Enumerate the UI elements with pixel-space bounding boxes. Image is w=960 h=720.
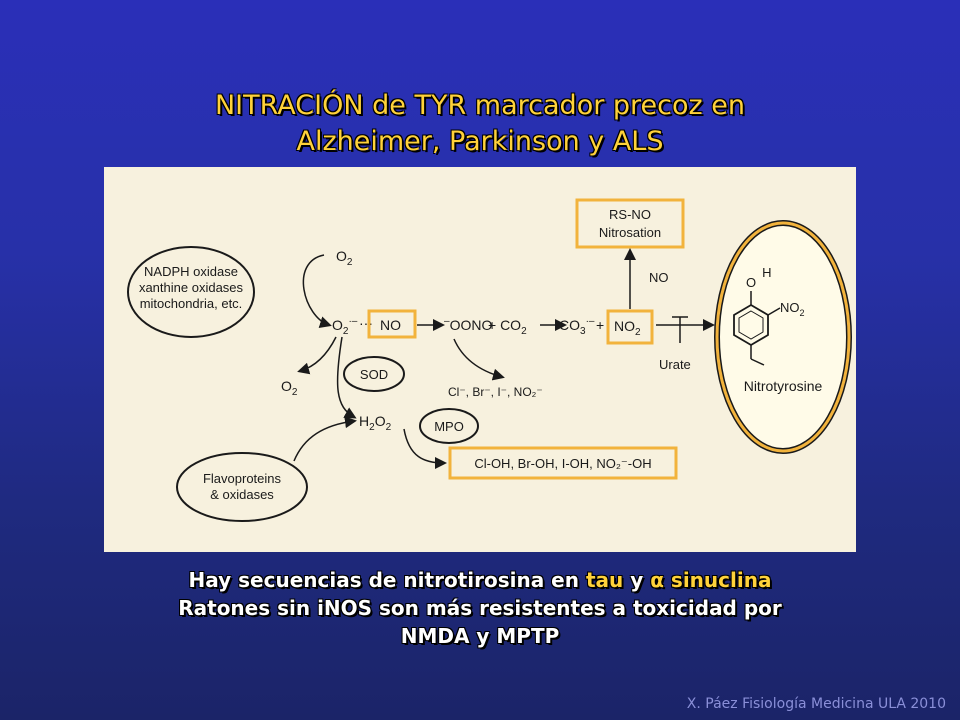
caption-line-1: Hay secuencias de nitrotirosina en tau y… (0, 566, 960, 594)
source-ellipse (127, 246, 255, 338)
co3-label: CO3·– (559, 316, 595, 337)
o2-left-label: O2 (281, 378, 298, 398)
superoxide-label: O2·– (332, 316, 358, 337)
flavoproteins-label-1: Flavoproteins (203, 471, 282, 486)
products-box (448, 446, 678, 480)
sod-label: SOD (360, 367, 388, 382)
footer-credit: X. Páez Fisiología Medicina ULA 2010 (686, 696, 946, 712)
no-radical-box (367, 309, 417, 339)
title-line-2: Alzheimer, Parkinson y ALS (296, 126, 664, 157)
flavoproteins-ellipse (176, 452, 308, 522)
flavoproteins-label-2: & oxidases (210, 487, 274, 502)
caption-tau: tau (585, 568, 624, 592)
no2-label: NO2 (614, 318, 641, 338)
pathway-figure: NADPH oxidase xanthine oxidases mitochon… (104, 167, 856, 552)
caption-alpha: α (650, 568, 664, 592)
rsno-label: RS-NO (609, 207, 651, 222)
benzene-inner (738, 310, 764, 340)
halides-label: Cl⁻, Br⁻, I⁻, NO₂⁻ (448, 385, 543, 399)
tyr-oh-label: OH (746, 265, 772, 290)
source-label-1: NADPH oxidase (144, 264, 238, 279)
peroxynitrite-label: –OONO (444, 316, 492, 333)
superoxide-to-o2-arrow (297, 336, 337, 375)
pathway-diagram: NADPH oxidase xanthine oxidases mitochon… (127, 198, 852, 522)
products-label: Cl-OH, Br-OH, I-OH, NO₂⁻-OH (474, 456, 651, 471)
caption-sinuclina: sinuclina (663, 568, 772, 592)
caption-line-3: NMDA y MPTP (400, 624, 560, 648)
h2o2-label: H2O2 (359, 413, 392, 433)
plus-co2-label: + CO2 (488, 317, 527, 337)
nitrotyrosine-ellipse-ring (715, 221, 851, 453)
o2-top-label: O2 (336, 248, 353, 268)
chain-bond-2 (750, 358, 765, 366)
rsno-box (575, 198, 685, 249)
nitrosation-label: Nitrosation (599, 225, 661, 240)
no2-bond (767, 307, 781, 316)
source-label-3: mitochondria, etc. (140, 296, 243, 311)
dots: ··· (359, 315, 373, 331)
o2-to-superoxide-arrow (302, 254, 332, 328)
mpo-label: MPO (434, 419, 464, 434)
plus-sign: + (596, 317, 604, 333)
mpo-ellipse (419, 408, 479, 444)
tyr-no2-label: NO2 (780, 300, 805, 318)
peroxynitrite-to-halides-arrow (453, 338, 505, 381)
h2o2-to-products-arrow (403, 428, 447, 469)
sod-ellipse (343, 356, 405, 392)
caption-y: y (623, 568, 651, 592)
no2-box (606, 309, 654, 345)
slide-title: NITRACIÓN de TYR marcador precoz en Alzh… (0, 88, 960, 160)
caption-line-2: Ratones sin iNOS son más resistentes a t… (178, 596, 782, 620)
title-line-1: NITRACIÓN de TYR marcador precoz en (214, 90, 745, 121)
urate-label: Urate (659, 357, 691, 372)
no-radical-label: NO (380, 317, 401, 333)
no-side-label: NO (649, 270, 669, 285)
caption: Hay secuencias de nitrotirosina en tau y… (0, 566, 960, 650)
caption-text-a: Hay secuencias de nitrotirosina en (188, 568, 586, 592)
source-label-2: xanthine oxidases (139, 280, 244, 295)
flavo-to-h2o2-arrow (293, 416, 357, 462)
nitrotyrosine-label: Nitrotyrosine (744, 378, 823, 394)
superoxide-to-h2o2-arrow (336, 336, 357, 419)
